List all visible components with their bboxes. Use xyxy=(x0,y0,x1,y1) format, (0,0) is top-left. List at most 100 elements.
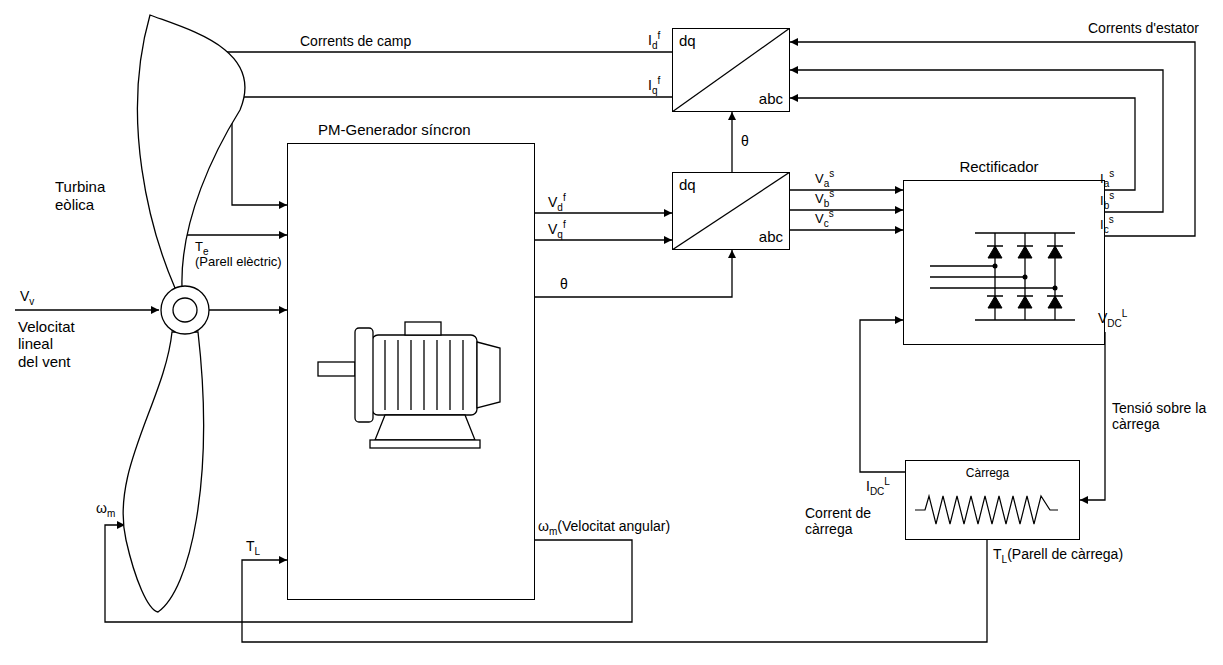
text-part: e xyxy=(203,246,209,257)
signal-label: Iqf xyxy=(648,77,660,93)
node-text: abc xyxy=(759,228,783,246)
resistor-symbol xyxy=(915,496,1058,524)
text-part: a xyxy=(824,178,830,189)
diode-bar xyxy=(987,295,1003,297)
signal-label: TL(Parell de càrrega) xyxy=(993,546,1123,562)
node-heading: dq xyxy=(679,176,696,194)
text-part: s xyxy=(829,188,834,199)
signal-label: Ics xyxy=(1100,218,1114,233)
wind-arrow xyxy=(15,309,159,310)
signal-connector xyxy=(1080,332,1105,500)
group-label: Corrents de camp xyxy=(300,33,411,49)
text-part: b xyxy=(1104,200,1110,211)
junction-dot xyxy=(993,264,998,269)
node-heading: Rectificador xyxy=(904,158,1094,176)
text-part: I xyxy=(648,77,652,93)
signal-label: θ xyxy=(741,133,749,149)
signal-label: ωm xyxy=(96,500,115,516)
signal-label: Ias xyxy=(1100,172,1114,187)
node-heading: Càrrega xyxy=(906,466,1069,480)
turbine-hub-inner xyxy=(173,298,197,322)
node-heading: dq xyxy=(679,32,696,50)
signal-connector xyxy=(209,309,287,310)
signal-label: TL xyxy=(246,538,260,554)
node-heading: Turbina eòlica xyxy=(55,178,130,214)
junction-dot xyxy=(1053,286,1058,291)
diode-symbols xyxy=(987,246,1063,308)
diode-bar xyxy=(1047,295,1063,297)
diode-bar xyxy=(1047,245,1063,247)
text-part: T xyxy=(195,239,203,254)
text-part: V xyxy=(815,171,824,186)
text-part: I xyxy=(1100,171,1104,186)
input-note: Velocitat lineal del vent xyxy=(18,318,76,370)
text-part: q xyxy=(652,85,658,96)
text-part: V xyxy=(548,194,557,210)
signal-connector xyxy=(860,320,905,472)
signal-label: Vqf xyxy=(548,221,566,237)
diode-bar xyxy=(1017,295,1033,297)
text-part: I xyxy=(1100,193,1104,208)
text-part: c xyxy=(1104,224,1109,235)
text-part: V xyxy=(20,288,29,304)
signal-connector xyxy=(731,112,732,172)
signal-label: Te (Parell elèctric) xyxy=(195,240,282,270)
diode xyxy=(988,296,1002,308)
signal-connector xyxy=(790,229,903,230)
text-part: V xyxy=(1098,310,1107,326)
signal-note: Corrent de càrrega xyxy=(805,505,900,537)
motor-picture xyxy=(318,322,500,448)
text-part: s xyxy=(1109,168,1114,179)
diode xyxy=(988,246,1002,258)
text-part: DC xyxy=(870,486,884,497)
signal-label: Vdf xyxy=(548,194,566,210)
text-part: V xyxy=(548,221,557,237)
diode-bar xyxy=(1017,245,1033,247)
signal-connector xyxy=(242,540,987,642)
text-part: (Parell de càrrega) xyxy=(1007,546,1123,562)
signal-connector xyxy=(535,212,672,213)
signal-note: Tensió sobre la càrrega xyxy=(1112,400,1212,432)
turbine-blade xyxy=(123,332,203,612)
signal-connector xyxy=(232,97,672,205)
dq-abc-transform: dq abc xyxy=(672,172,790,250)
text-part: s xyxy=(1109,214,1114,225)
text-part: a xyxy=(1104,178,1110,189)
signal-label: θ xyxy=(560,276,568,292)
text-part: L xyxy=(884,476,890,487)
signal-label: Vbs xyxy=(815,192,834,207)
turbine-hub xyxy=(161,286,209,334)
signal-connector xyxy=(790,70,1163,212)
text-part: I xyxy=(866,478,870,494)
text-part: T xyxy=(246,538,255,554)
text-part: DC xyxy=(1107,318,1121,329)
signal-connector xyxy=(790,189,903,190)
text-part: d xyxy=(557,202,563,213)
signal-label: ωm(Velocitat angular) xyxy=(538,518,670,534)
text-part: (Parell elèctric) xyxy=(195,255,282,270)
resistor-zigzag xyxy=(915,496,1058,524)
signal-connector xyxy=(535,250,732,297)
text-part: v xyxy=(29,296,34,307)
diode-bar xyxy=(987,245,1003,247)
wind-turbine: Turbina eòlica xyxy=(125,15,209,612)
text-part: f xyxy=(657,75,660,86)
diode xyxy=(1018,246,1032,258)
diode xyxy=(1048,246,1062,258)
text-part: f xyxy=(563,219,566,230)
junction-dot xyxy=(1023,275,1028,280)
text-part: L xyxy=(1122,308,1128,319)
text-part: I xyxy=(648,32,652,48)
signal-label: IDCL xyxy=(866,478,890,494)
group-label: Corrents d'estator xyxy=(1088,20,1199,36)
diode xyxy=(1048,296,1062,308)
text-part: d xyxy=(652,40,658,51)
node-text: abc xyxy=(759,90,783,108)
text-part: q xyxy=(557,229,563,240)
turbine-blade xyxy=(137,15,245,288)
signal-label: Vas xyxy=(815,172,834,187)
text-part: c xyxy=(824,218,829,229)
text-part: m xyxy=(107,508,115,519)
signal-connector xyxy=(535,239,672,240)
signal-label: Vv xyxy=(20,288,34,304)
